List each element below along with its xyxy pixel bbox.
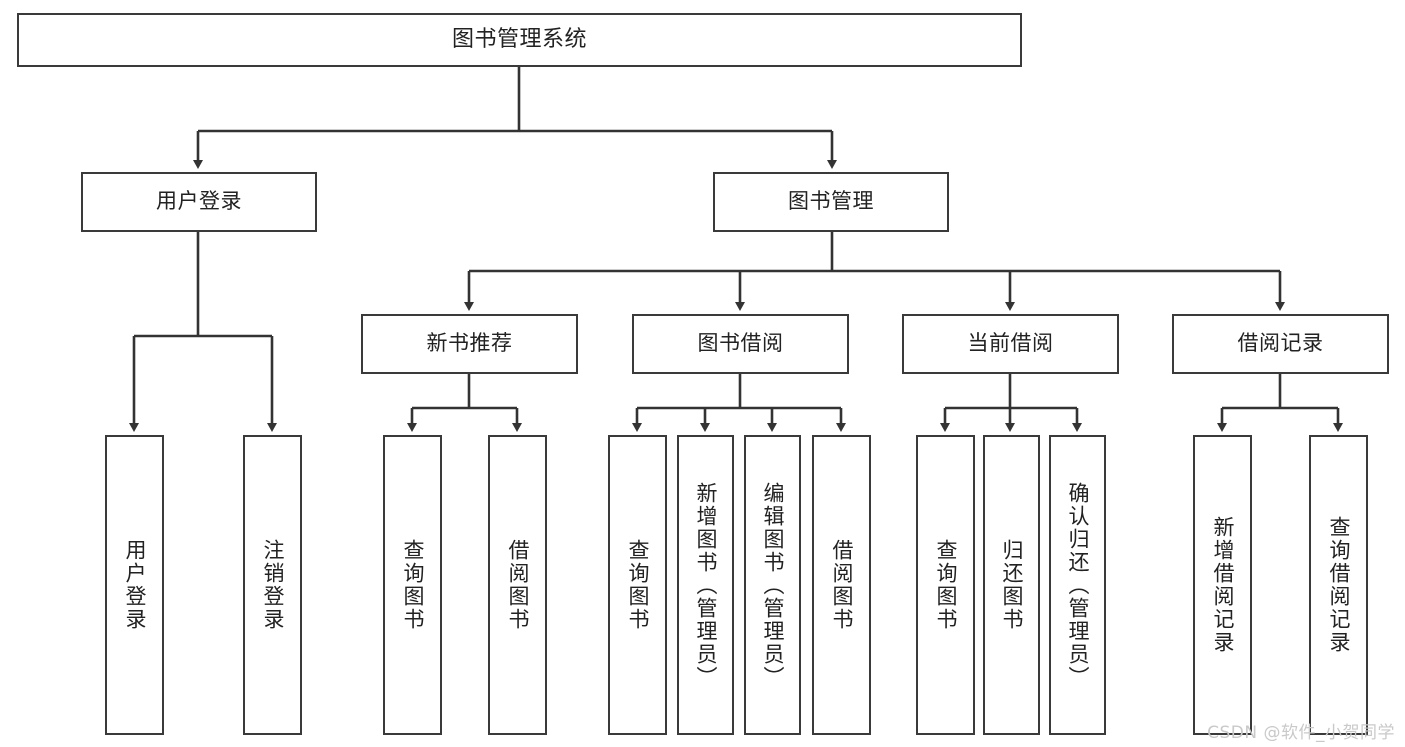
node-label: 用户登录: [122, 539, 147, 631]
leaf-current-borrow-0[interactable]: 查询图书: [916, 435, 975, 735]
node-label: 查询图书: [933, 539, 958, 631]
node-user-login[interactable]: 用户登录: [81, 172, 317, 232]
node-label: 图书管理: [788, 189, 874, 214]
node-label: 归还图书: [999, 539, 1024, 631]
node-label: 图书管理系统: [451, 26, 587, 52]
csdn-watermark: CSDN @软件_小贺同学: [1207, 723, 1395, 743]
leaf-book-borrow-0[interactable]: 查询图书: [608, 435, 667, 735]
node-label: 借阅图书: [829, 539, 854, 631]
node-current-borrow[interactable]: 当前借阅: [902, 314, 1119, 374]
leaf-book-borrow-1[interactable]: 新增图书（管理员）: [677, 435, 734, 735]
leaf-current-borrow-1[interactable]: 归还图书: [983, 435, 1040, 735]
node-label: 注销登录: [260, 539, 285, 631]
node-book-management[interactable]: 图书管理: [713, 172, 949, 232]
node-borrow-record[interactable]: 借阅记录: [1172, 314, 1389, 374]
node-label: 查询借阅记录: [1326, 516, 1351, 654]
leaf-user-login-0[interactable]: 用户登录: [105, 435, 164, 735]
leaf-book-borrow-3[interactable]: 借阅图书: [812, 435, 871, 735]
node-root-book-management-system[interactable]: 图书管理系统: [17, 13, 1022, 67]
leaf-borrow-record-0[interactable]: 新增借阅记录: [1193, 435, 1252, 735]
node-label: 确认归还（管理员）: [1065, 481, 1090, 689]
leaf-user-login-1[interactable]: 注销登录: [243, 435, 302, 735]
node-label: 编辑图书（管理员）: [760, 481, 785, 689]
leaf-current-borrow-2[interactable]: 确认归还（管理员）: [1049, 435, 1106, 735]
node-label: 借阅图书: [505, 539, 530, 631]
node-new-book-recommend[interactable]: 新书推荐: [361, 314, 578, 374]
leaf-book-borrow-2[interactable]: 编辑图书（管理员）: [744, 435, 801, 735]
node-label: 用户登录: [156, 189, 242, 214]
leaf-new-book-recommend-1[interactable]: 借阅图书: [488, 435, 547, 735]
node-label: 当前借阅: [967, 331, 1054, 356]
node-label: 查询图书: [625, 539, 650, 631]
leaf-new-book-recommend-0[interactable]: 查询图书: [383, 435, 442, 735]
node-label: 借阅记录: [1237, 331, 1324, 356]
node-label: 新增借阅记录: [1210, 516, 1235, 654]
node-label: 新书推荐: [426, 331, 513, 356]
node-label: 查询图书: [400, 539, 425, 631]
leaf-borrow-record-1[interactable]: 查询借阅记录: [1309, 435, 1368, 735]
node-label: 新增图书（管理员）: [693, 481, 718, 689]
node-label: 图书借阅: [697, 331, 784, 356]
node-book-borrow[interactable]: 图书借阅: [632, 314, 849, 374]
